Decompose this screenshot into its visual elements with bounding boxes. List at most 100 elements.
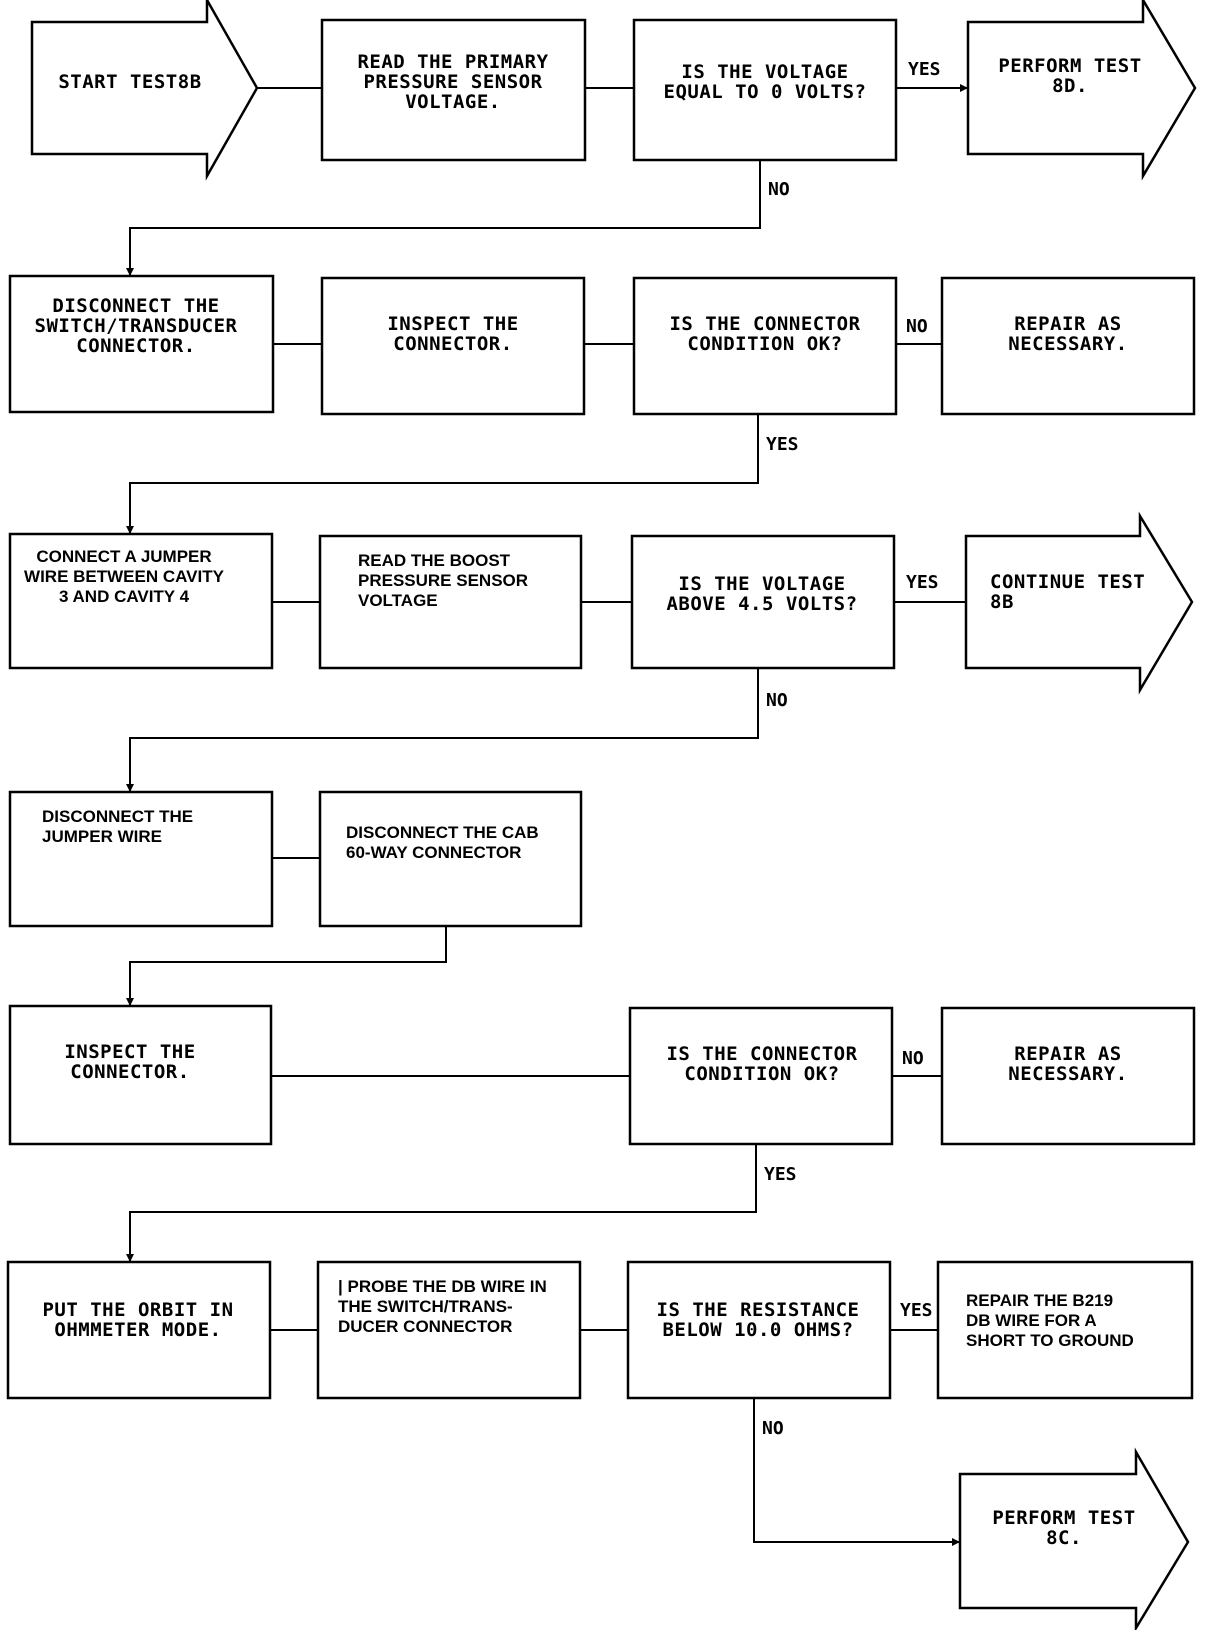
- voltage-zero-decision: [632, 18, 898, 162]
- n7-line-0: DISCONNECT THE CAB: [346, 823, 539, 842]
- connector-ok-decision-1: [632, 276, 898, 416]
- d5-line-1: BELOW 10.0 OHMS?: [662, 1319, 853, 1341]
- n5-line-2: VOLTAGE: [358, 591, 438, 610]
- n7-line-1: 60-WAY CONNECTOR: [346, 843, 521, 862]
- n1-line-0: READ THE PRIMARY: [357, 51, 548, 73]
- d4-line-1: CONDITION OK?: [684, 1063, 839, 1085]
- continue-test-arrow: [964, 511, 1194, 695]
- n5-line-1: PRESSURE SENSOR: [358, 571, 528, 590]
- n2-line-2: CONNECTOR.: [76, 335, 195, 357]
- d4-yes-label: YES: [764, 1164, 797, 1185]
- disconnect-cab-box: [318, 790, 583, 928]
- start-line-0: START TEST8B: [58, 71, 201, 93]
- cont-line-1: 8B: [990, 591, 1014, 613]
- n4-line-1: WIRE BETWEEN CAVITY: [24, 567, 225, 586]
- n2-line-0: DISCONNECT THE: [52, 295, 219, 317]
- t8d-line-1: 8D.: [1052, 75, 1088, 97]
- n1-line-1: PRESSURE SENSOR: [363, 71, 542, 93]
- t8d-line-0: PERFORM TEST: [998, 55, 1141, 77]
- d5-line-0: IS THE RESISTANCE: [657, 1299, 860, 1321]
- voltage-above-decision: [630, 534, 896, 670]
- n10-line-1: THE SWITCH/TRANS-: [338, 1297, 513, 1316]
- d1-yes-label: YES: [908, 59, 941, 80]
- r3-line-1: DB WIRE FOR A: [966, 1311, 1097, 1330]
- n6-line-1: JUMPER WIRE: [42, 827, 162, 846]
- d2-line-0: IS THE CONNECTOR: [669, 313, 860, 335]
- disconnect-switch-box: [8, 274, 275, 414]
- connector-ok-decision-2: [628, 1006, 894, 1146]
- disconnect-jumper-box: [8, 790, 274, 928]
- repair-box-1: [940, 276, 1196, 416]
- n2-line-1: SWITCH/TRANSDUCER: [35, 315, 238, 337]
- r3-line-2: SHORT TO GROUND: [966, 1331, 1134, 1350]
- n10-line-2: DUCER CONNECTOR: [338, 1317, 512, 1336]
- d4-line-0: IS THE CONNECTOR: [666, 1043, 857, 1065]
- d3-line-1: ABOVE 4.5 VOLTS?: [666, 593, 857, 615]
- r3-line-0: REPAIR THE B219: [966, 1291, 1113, 1310]
- t8c-line-1: 8C.: [1046, 1527, 1082, 1549]
- start-test-arrow: [30, 0, 259, 181]
- perform-8c-arrow: [958, 1447, 1190, 1630]
- d1-line-1: EQUAL TO 0 VOLTS?: [664, 81, 867, 103]
- d5-yes-label: YES: [900, 1300, 933, 1321]
- r2-line-0: REPAIR AS: [1014, 1043, 1121, 1065]
- r1-line-0: REPAIR AS: [1014, 313, 1121, 335]
- inspect-connector-box-2: [8, 1004, 273, 1146]
- n5-line-0: READ THE BOOST: [358, 551, 511, 570]
- n9-line-1: OHMMETER MODE.: [54, 1319, 221, 1341]
- t8c-line-0: PERFORM TEST: [992, 1507, 1135, 1529]
- d3-no-label: NO: [766, 690, 788, 711]
- n3-line-0: INSPECT THE: [387, 313, 518, 335]
- ohmmeter-box: [6, 1260, 272, 1400]
- n9-line-0: PUT THE ORBIT IN: [42, 1299, 233, 1321]
- d2-no-label: NO: [906, 316, 928, 337]
- repair-b219-box: [936, 1260, 1194, 1400]
- n10-line-0: | PROBE THE DB WIRE IN: [338, 1277, 547, 1296]
- d3-line-0: IS THE VOLTAGE: [678, 573, 845, 595]
- d1-no-label: NO: [768, 179, 790, 200]
- n3-line-1: CONNECTOR.: [393, 333, 512, 355]
- n4-line-2: 3 AND CAVITY 4: [59, 587, 190, 606]
- connect-jumper-box: [8, 532, 274, 670]
- n6-line-0: DISCONNECT THE: [42, 807, 193, 826]
- d5-no-label: NO: [762, 1418, 784, 1439]
- d3-yes-label: YES: [906, 572, 939, 593]
- cont-line-0: CONTINUE TEST: [990, 571, 1145, 593]
- n4-line-0: CONNECT A JUMPER: [36, 547, 211, 566]
- d1-line-0: IS THE VOLTAGE: [681, 61, 848, 83]
- read-primary-box: [320, 18, 587, 162]
- n1-line-2: VOLTAGE.: [405, 91, 501, 113]
- probe-db-box: [316, 1260, 582, 1400]
- d2-yes-label: YES: [766, 434, 799, 455]
- start-test-label: START TEST8B: [58, 71, 201, 93]
- d4-no-label: NO: [902, 1048, 924, 1069]
- r2-line-1: NECESSARY.: [1008, 1063, 1127, 1085]
- d2-line-1: CONDITION OK?: [687, 333, 842, 355]
- inspect-connector-box-1: [320, 276, 586, 416]
- n8-line-0: INSPECT THE: [64, 1041, 195, 1063]
- perform-8d-arrow: [966, 0, 1197, 181]
- r1-line-1: NECESSARY.: [1008, 333, 1127, 355]
